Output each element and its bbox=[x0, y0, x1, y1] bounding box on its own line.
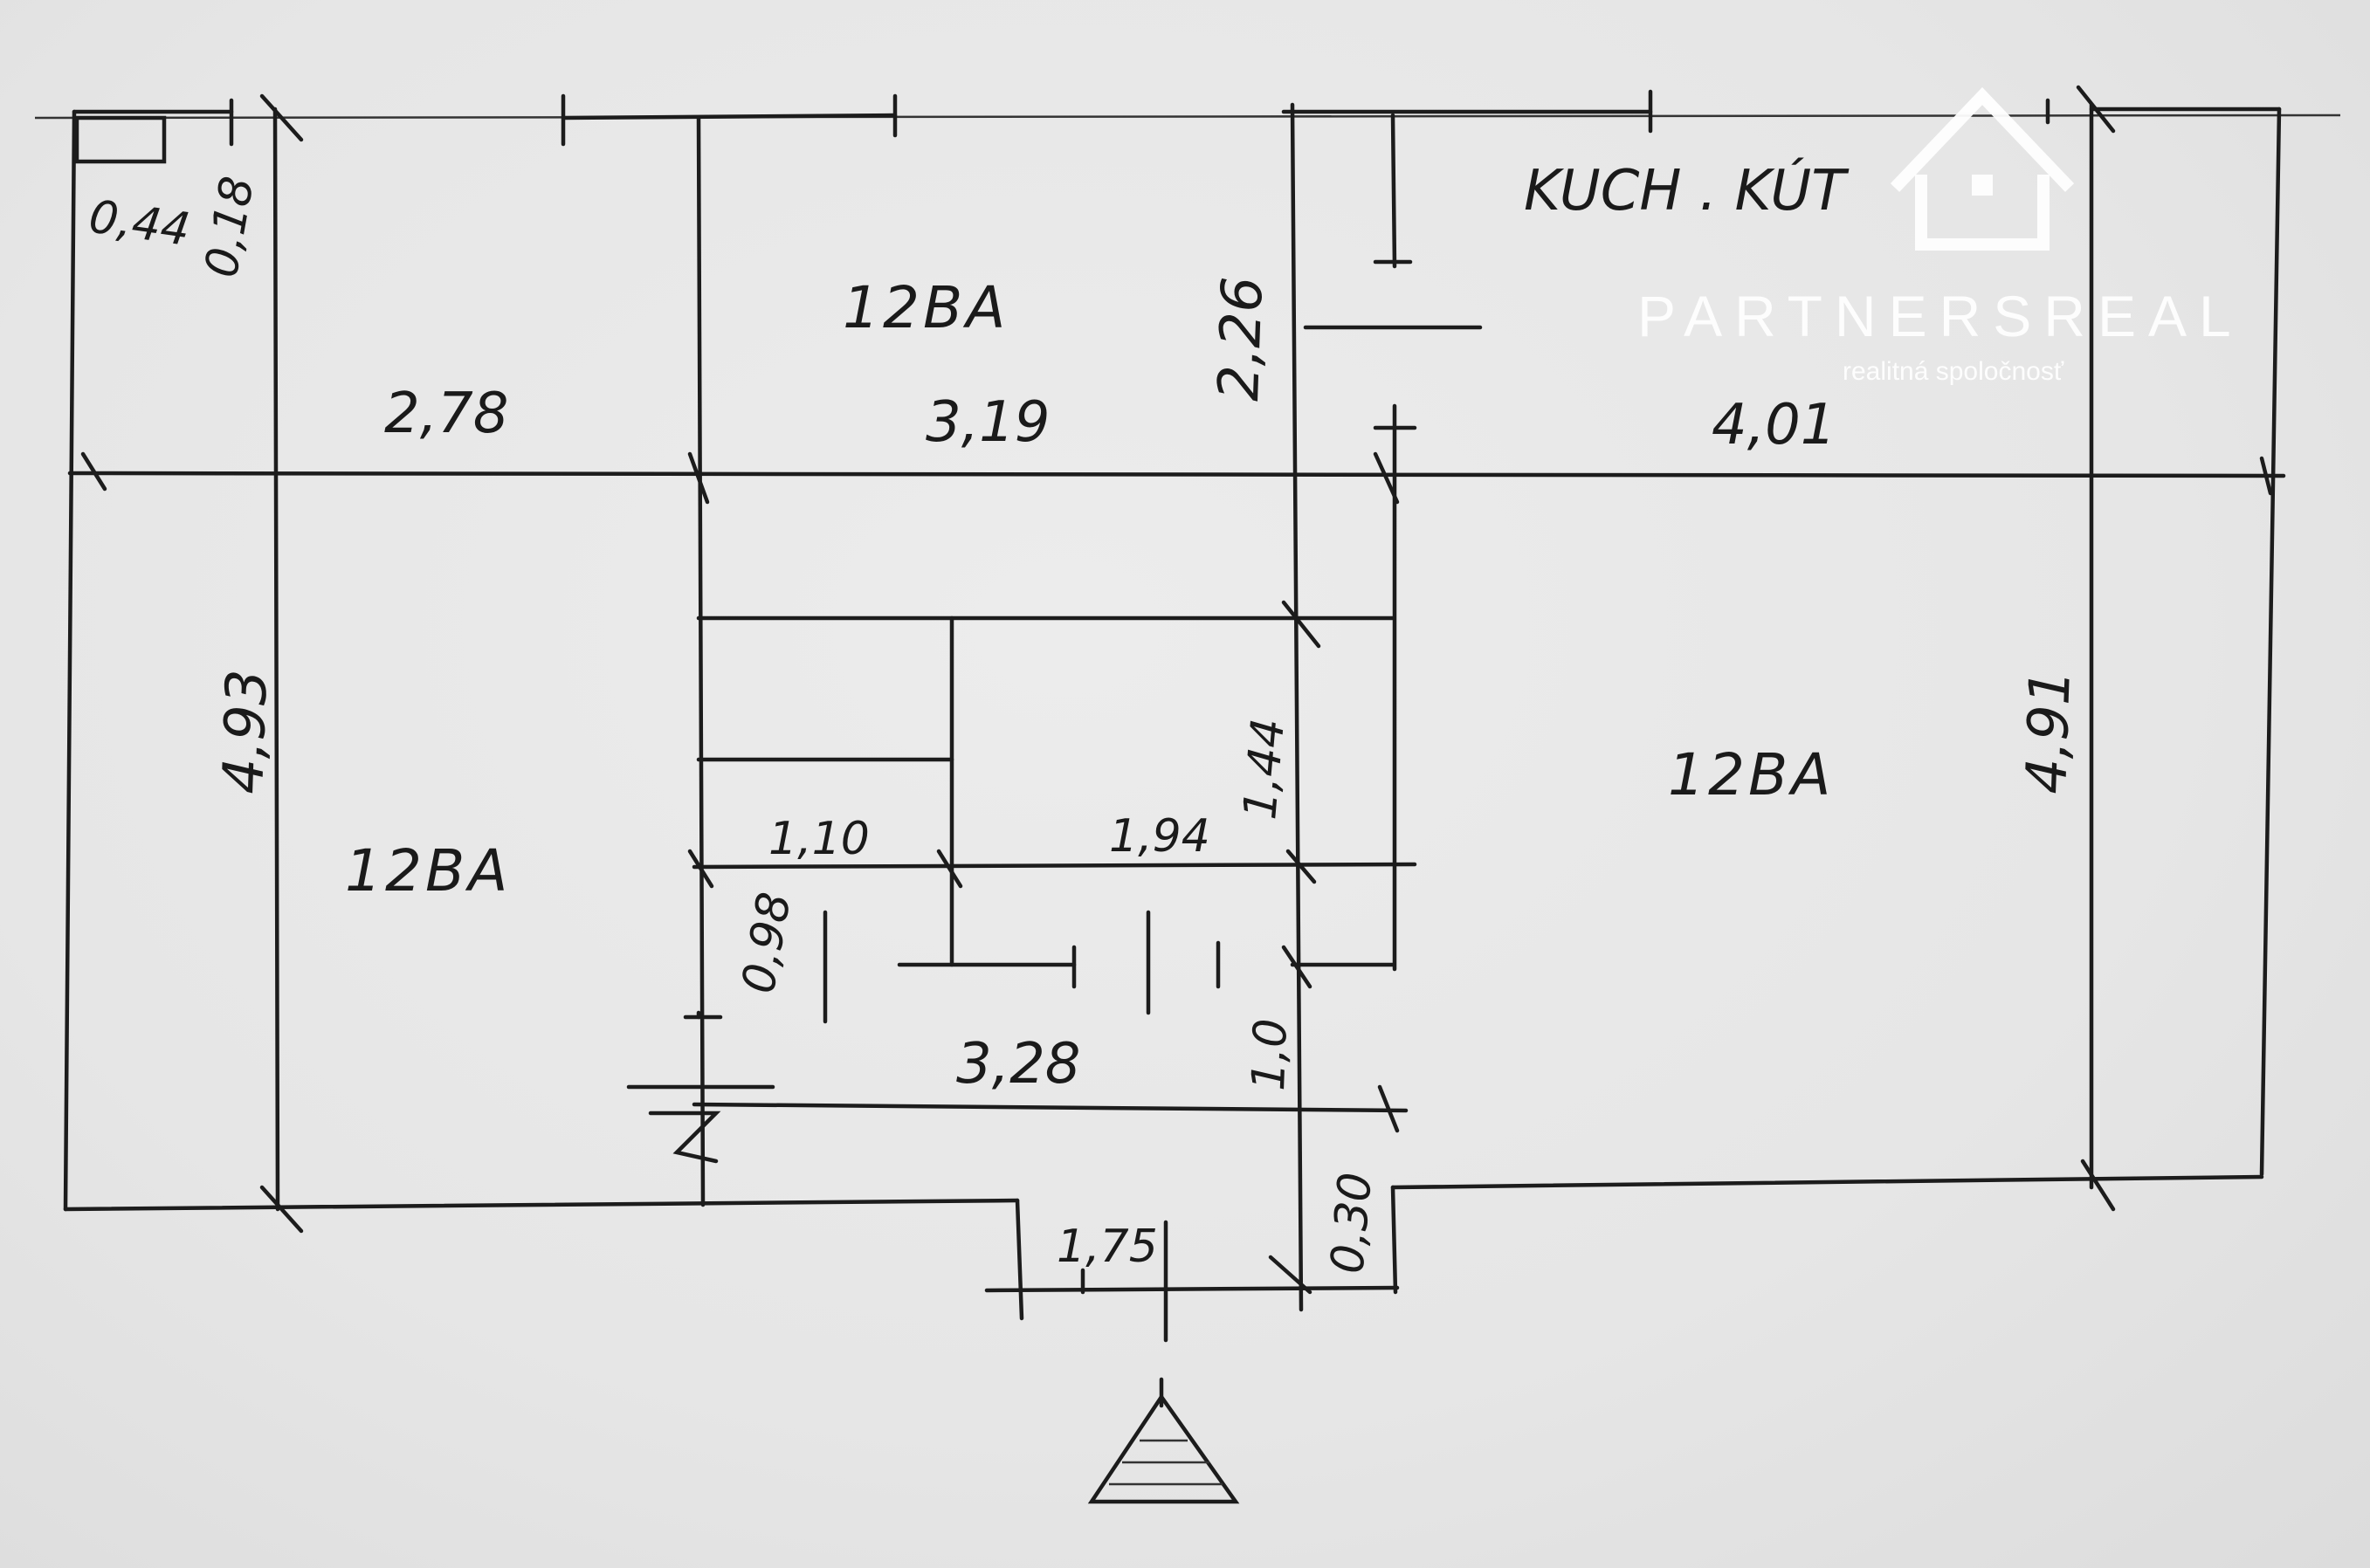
left-room-outline bbox=[63, 98, 1020, 1212]
dim-175: 1,75 bbox=[1057, 1221, 1158, 1273]
entrance-lines bbox=[984, 1185, 1400, 1343]
dim-278: 2,78 bbox=[384, 382, 509, 446]
dim-110: 1,10 bbox=[768, 813, 870, 865]
dim-401: 4,01 bbox=[1712, 393, 1836, 457]
dim-194: 1,94 bbox=[1109, 810, 1210, 863]
bathroom-lines bbox=[626, 616, 1417, 1164]
dimension-ticks bbox=[80, 85, 2273, 1295]
right-room-outline bbox=[1390, 98, 2282, 1190]
watermark-tagline: realitná spoločnosť bbox=[1843, 357, 2064, 386]
room-label-right: 12BA bbox=[1668, 741, 1834, 808]
watermark-brand: PARTNERSREAL bbox=[1637, 284, 2243, 348]
north-arrow-icon bbox=[1087, 1377, 1240, 1504]
partnersreal-logo: PARTNERSREAL realitná spoločnosť bbox=[1637, 86, 2243, 386]
logo-window-icon bbox=[1972, 175, 1993, 196]
main-dimension-line bbox=[67, 471, 2286, 478]
room-label-kitchen: KUCH . KÚT bbox=[1524, 157, 1850, 224]
dim-491: 4,91 bbox=[2015, 669, 2084, 795]
dim-098: 0,98 bbox=[733, 889, 802, 997]
dim-328: 3,28 bbox=[956, 1032, 1081, 1097]
dim-030: 0,30 bbox=[1321, 1171, 1382, 1276]
room-label-top-middle: 12BA bbox=[843, 274, 1009, 341]
dim-226: 2,26 bbox=[1207, 276, 1276, 402]
room-label-left: 12BA bbox=[345, 837, 511, 904]
dim-493: 4,93 bbox=[211, 669, 280, 795]
dim-044: 0,44 bbox=[86, 190, 193, 257]
dim-018: 0,18 bbox=[196, 173, 265, 281]
dim-10: 1,0 bbox=[1243, 1018, 1298, 1092]
dim-144: 1,44 bbox=[1234, 717, 1295, 822]
dim-319: 3,19 bbox=[926, 390, 1051, 455]
